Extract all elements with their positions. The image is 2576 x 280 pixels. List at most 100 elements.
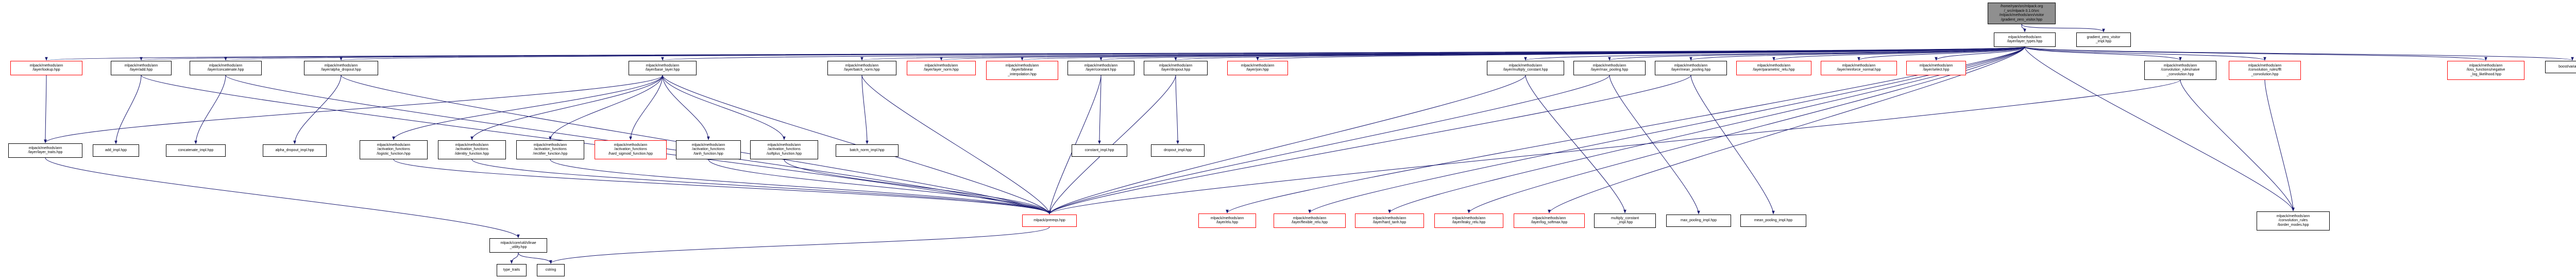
include-edge-layer_types-to-reinforce_normal [1857,46,2025,61]
include-edge-max_pooling-to-prereqs [1048,75,1610,215]
graph-node-flexible_relu[interactable]: mlpack/methods/ann /layer/flexible_relu.… [1274,213,1346,228]
include-edge-naive_conv-to-border_modes [2180,79,2295,211]
graph-node-cstring[interactable]: cstring [537,264,565,276]
include-edge-base_layer-to-act_hard_sigmoid [629,75,663,140]
include-edge-layer_types-to-constant [1100,46,2025,61]
include-edge-sfinae-to-type_traits [510,252,519,264]
include-edge-dropout-to-dropout_impl [1175,75,1179,144]
graph-node-batch_norm[interactable]: mlpack/methods/ann /layer/batch_norm.hpp [827,61,896,75]
include-edge-lookup-to-layer_traits [44,75,47,143]
graph-node-act_rectifier[interactable]: mlpack/methods/ann /activation_functions… [516,140,584,159]
graph-node-act_logistic[interactable]: mlpack/methods/ann /activation_functions… [360,140,428,159]
include-edge-layer_types-to-multiply_constant [1524,46,2025,61]
graph-node-dropout[interactable]: mlpack/methods/ann /layer/dropout.hpp [1144,61,1208,75]
include-edge-base_layer-to-act_logistic [392,75,663,140]
include-edge-layer_types-to-layer_norm [940,46,2025,61]
graph-node-root: /home/ryan/src/mlpack.org /_src/mlpack-3… [1988,3,2056,24]
include-edge-layer_types-to-boost_variant [2024,46,2574,61]
graph-node-mean_pooling[interactable]: mlpack/methods/ann /layer/mean_pooling.h… [1655,61,1727,75]
graph-node-alpha_dropout_impl[interactable]: alpha_dropout_impl.hpp [263,144,327,157]
include-edge-layer_traits-to-sfinae [45,157,520,238]
include-edge-layer_types-to-mean_pooling [1689,46,2025,61]
include-edge-act_softplus-to-prereqs [784,159,1051,215]
include-edge-fft_conv-to-border_modes [2264,79,2295,211]
graph-node-parametric_relu[interactable]: mlpack/methods/ann /layer/parametric_rel… [1736,61,1811,75]
graph-node-prereqs[interactable]: mlpack/prereqs.hpp [1022,215,1077,227]
include-edge-act_identity-to-prereqs [471,159,1051,215]
include-edge-root-to-gzv_impl [2021,24,2105,32]
graph-node-act_tanh[interactable]: mlpack/methods/ann /activation_functions… [676,140,741,159]
include-edge-base_layer-to-layer_traits [44,75,663,143]
include-edge-act_tanh-to-prereqs [708,159,1051,215]
graph-node-hard_tanh[interactable]: mlpack/methods/ann /layer/hard_tanh.hpp [1355,213,1424,228]
include-edge-base_layer-to-act_rectifier [549,75,663,140]
graph-node-multiply_constant[interactable]: mlpack/methods/ann /layer/multiply_const… [1487,61,1564,75]
graph-node-layer_types[interactable]: mlpack/methods/ann /layer/layer_types.hp… [1994,32,2056,47]
graph-node-act_hard_sigmoid[interactable]: mlpack/methods/ann /activation_functions… [595,140,667,159]
include-edge-layer_types-to-add [140,46,2025,61]
include-edge-layer_types-to-dropout [1174,46,2025,61]
graph-node-log_softmax[interactable]: mlpack/methods/ann /layer/log_softmax.hp… [1514,213,1585,228]
graph-node-layer_norm[interactable]: mlpack/methods/ann /layer/layer_norm.hpp [907,61,976,75]
graph-node-select[interactable]: mlpack/methods/ann /layer/select.hpp [1906,61,1966,75]
graph-node-batch_norm_impl[interactable]: batch_norm_impl.hpp [836,144,899,157]
include-edge-layer_types-to-select [1935,46,2025,61]
graph-node-add_impl[interactable]: add_impl.hpp [93,144,139,157]
graph-node-constant_impl[interactable]: constant_impl.hpp [1072,144,1127,157]
include-edge-layer_types-to-batch_norm [861,46,2025,61]
graph-node-elu[interactable]: mlpack/methods/ann /layer/elu.hpp [1198,213,1256,228]
graph-node-mean_pooling_impl[interactable]: mean_pooling_impl.hpp [1740,215,1806,227]
include-edge-multiply_constant-to-multiply_constant_impl [1525,75,1626,213]
graph-node-boost_variant[interactable]: boost/variant.hpp [2545,61,2576,73]
graph-node-act_softplus[interactable]: mlpack/methods/ann /activation_functions… [750,140,818,159]
include-edge-layer_types-to-nll [2024,46,2487,61]
graph-node-add[interactable]: mlpack/methods/ann /layer/add.hpp [111,61,172,75]
graph-node-concatenate[interactable]: mlpack/methods/ann /layer/concatenate.hp… [190,61,262,75]
include-edge-alpha_dropout-to-alpha_dropout_impl [293,75,342,144]
include-edge-root-to-layer_types [2021,24,2026,32]
graph-node-nll[interactable]: mlpack/methods/ann /loss_functions/negat… [2447,61,2524,80]
include-edge-layer_types-to-fft_conv [2024,46,2266,61]
graph-node-alpha_dropout[interactable]: mlpack/methods/ann /layer/alpha_dropout.… [304,61,378,75]
graph-node-max_pooling[interactable]: mlpack/methods/ann /layer/max_pooling.hp… [1573,61,1646,75]
graph-node-fft_conv[interactable]: mlpack/methods/ann /convolution_rules/ff… [2229,61,2301,80]
graph-node-max_pooling_impl[interactable]: max_pooling_impl.hpp [1666,215,1731,227]
graph-node-constant[interactable]: mlpack/methods/ann /layer/constant.hpp [1067,61,1134,75]
graph-node-reinforce_normal[interactable]: mlpack/methods/ann /layer/reinforce_norm… [1821,61,1897,75]
include-edge-batch_norm-to-batch_norm_impl [861,75,869,144]
graph-node-concatenate_impl[interactable]: concatenate_impl.hpp [166,144,226,157]
include-edge-prereqs-to-cstring [549,226,1050,264]
include-edge-sfinae-to-cstring [518,252,552,264]
graph-node-join[interactable]: mlpack/methods/ann /layer/join.hpp [1227,61,1288,75]
include-edge-max_pooling-to-max_pooling_impl [1609,75,1700,215]
graph-node-gzv_impl[interactable]: gradient_zero_visitor _impl.hpp [2076,32,2131,47]
graph-node-border_modes[interactable]: mlpack/methods/ann /convolution_rules /b… [2257,211,2330,230]
include-edge-layer_types-to-concatenate [225,46,2025,61]
include-edge-act_logistic-to-prereqs [393,159,1051,215]
graph-node-type_traits[interactable]: type_traits [497,264,527,276]
graph-node-lookup[interactable]: mlpack/methods/ann /layer/lookup.hpp [10,61,82,75]
include-edge-layer_types-to-alpha_dropout [340,46,2025,61]
graph-node-sfinae[interactable]: mlpack/core/util/sfinae _utility.hpp [489,238,547,253]
include-edge-layer_types-to-base_layer [662,46,2025,61]
include-edge-constant-to-constant_impl [1098,75,1101,144]
include-edge-base_layer-to-act_identity [470,75,663,140]
include-edge-layer_types-to-join [1256,46,2025,61]
graph-node-layer_traits[interactable]: mlpack/methods/ann /layer/layer_traits.h… [8,143,82,158]
graph-node-dropout_impl[interactable]: dropout_impl.hpp [1151,144,1205,157]
include-edge-layer_types-to-lookup [45,46,2025,61]
include-edge-base_layer-to-act_softplus [662,75,786,140]
graph-node-act_identity[interactable]: mlpack/methods/ann /activation_functions… [438,140,506,159]
include-edge-concatenate-to-concatenate_impl [194,75,226,144]
graph-node-leaky_relu[interactable]: mlpack/methods/ann /layer/leaky_relu.hpp [1434,213,1503,228]
include-edge-layer_types-to-bilinear [1021,46,2025,61]
graph-node-naive_conv[interactable]: mlpack/methods/ann /convolution_rules/na… [2144,61,2216,80]
include-edge-act_rectifier-to-prereqs [550,159,1051,215]
include-edge-layer_types-to-naive_conv [2024,46,2182,61]
graph-node-multiply_constant_impl[interactable]: multiply_constant _impl.hpp [1594,213,1656,228]
graph-node-bilinear[interactable]: mlpack/methods/ann /layer/bilinear _inte… [986,61,1058,80]
include-edge-mean_pooling-to-prereqs [1048,75,1691,215]
graph-node-base_layer[interactable]: mlpack/methods/ann /layer/base_layer.hpp [629,61,697,75]
include-edge-layer_types-to-max_pooling [1608,46,2025,61]
include-edge-mean_pooling-to-mean_pooling_impl [1690,75,1775,215]
